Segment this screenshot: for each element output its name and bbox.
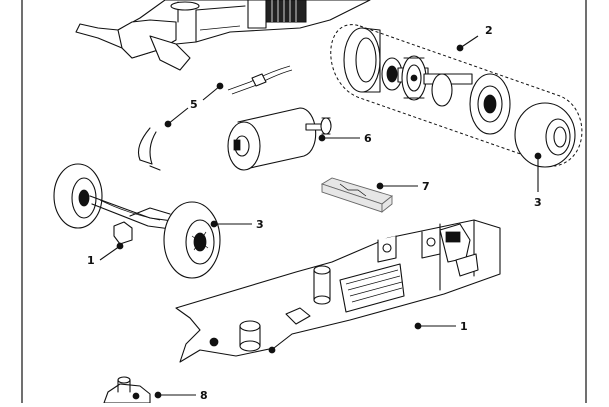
callout-magnet: 7 xyxy=(422,180,430,193)
callout-front-wheel: 3 xyxy=(256,218,264,231)
car-body-illustration xyxy=(75,0,371,71)
wires-illustration xyxy=(137,65,293,171)
callout-rear-axle: 2 xyxy=(485,24,493,37)
callout-front-axle: 1 xyxy=(87,254,95,267)
callout-guide: 8 xyxy=(200,389,208,402)
leader-lines xyxy=(99,35,542,399)
callout-motor: 6 xyxy=(364,132,372,145)
callout-wires: 5 xyxy=(190,98,198,111)
motor-illustration xyxy=(227,107,332,171)
chassis-illustration xyxy=(175,219,501,363)
rear-axle-illustration xyxy=(330,24,583,168)
callout-rear-wheel: 3 xyxy=(534,196,542,209)
callout-chassis: 1 xyxy=(460,320,468,333)
guide-illustration xyxy=(103,376,151,404)
front-axle-illustration xyxy=(53,163,221,279)
magnet-illustration xyxy=(320,177,393,213)
